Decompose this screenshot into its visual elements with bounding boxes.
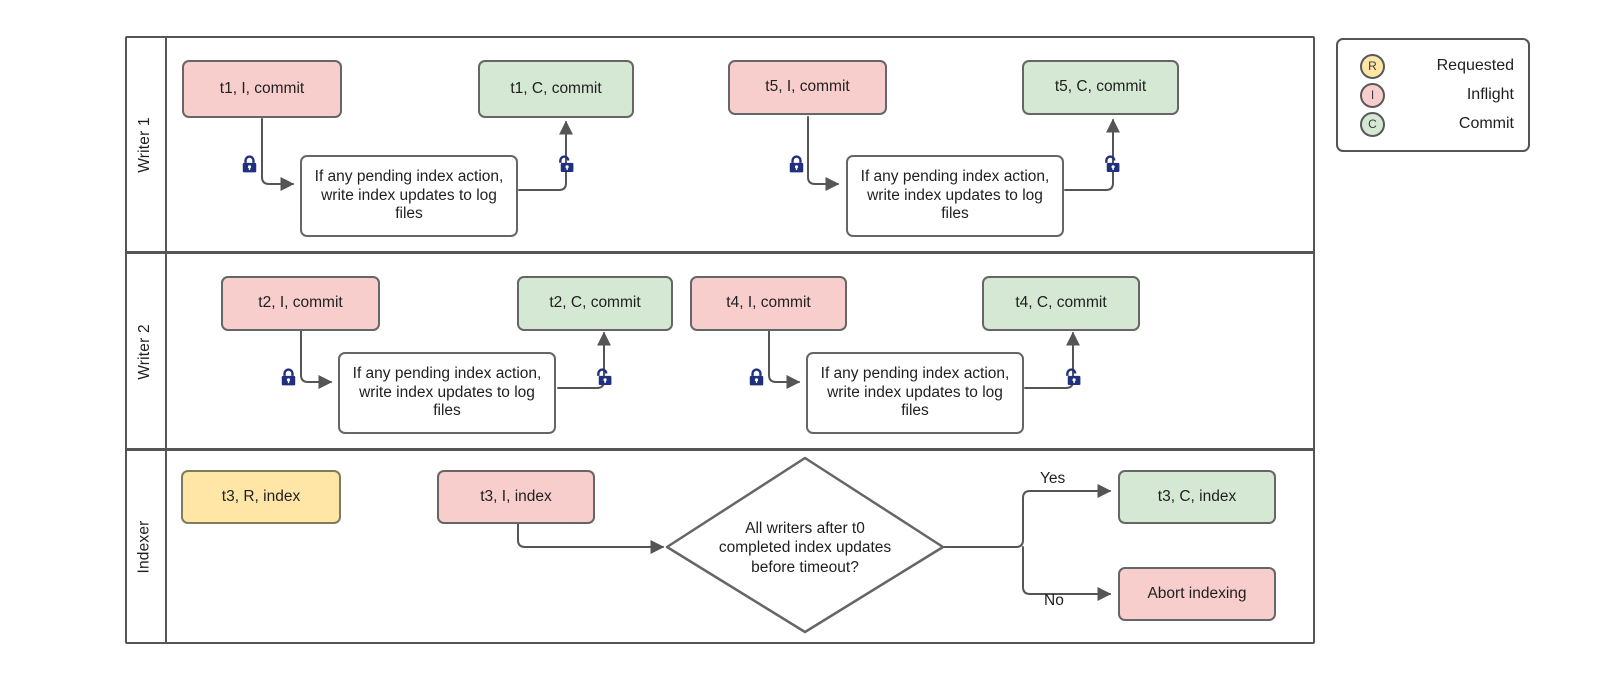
node-t1-index-action[interactable]: If any pending index action, write index… [300, 155, 518, 237]
legend-panel: R Requested I Inflight C Commit [1336, 38, 1530, 152]
node-t3-requested[interactable]: t3, R, index [181, 470, 341, 524]
node-t4-index-action[interactable]: If any pending index action, write index… [806, 352, 1024, 434]
node-abort-indexing[interactable]: Abort indexing [1118, 567, 1276, 621]
legend-dot-requested-icon: R [1360, 53, 1385, 79]
lane-label-indexer: Indexer [125, 450, 167, 644]
lane-label-writer-1: Writer 1 [125, 36, 167, 253]
edge-label-no: No [1044, 592, 1064, 609]
legend-item-inflight: I Inflight [1360, 82, 1514, 109]
node-t5-index-action[interactable]: If any pending index action, write index… [846, 155, 1064, 237]
edge-t4-inflight-to-action [768, 330, 801, 389]
lock-open-icon [1066, 368, 1081, 386]
node-t4-commit[interactable]: t4, C, commit [982, 276, 1140, 331]
node-t2-index-action[interactable]: If any pending index action, write index… [338, 352, 556, 434]
legend-item-commit: C Commit [1360, 111, 1514, 138]
node-t1-inflight[interactable]: t1, I, commit [182, 60, 342, 118]
node-t5-inflight[interactable]: t5, I, commit [728, 60, 887, 115]
legend-label-requested: Requested [1436, 57, 1514, 74]
edge-t5-action-to-commit [1064, 118, 1120, 191]
edge-decision-yes [942, 484, 1112, 548]
decision-diamond [665, 456, 945, 634]
lane-label-writer-2: Writer 2 [125, 253, 167, 450]
legend-dot-commit-icon: C [1360, 111, 1385, 137]
node-t4-inflight[interactable]: t4, I, commit [690, 276, 847, 331]
edge-t3-inflight-to-decision [517, 523, 665, 554]
lock-open-icon [559, 155, 574, 173]
lock-closed-icon [242, 155, 257, 173]
lock-closed-icon [281, 368, 296, 386]
lane-divider-2 [125, 448, 1315, 451]
edge-t1-inflight-to-action [261, 118, 295, 191]
edge-t1-action-to-commit [518, 120, 573, 191]
lock-closed-icon [749, 368, 764, 386]
lock-closed-icon [789, 155, 804, 173]
edge-decision-no [1022, 546, 1112, 601]
legend-item-requested: R Requested [1360, 53, 1514, 80]
node-t1-commit[interactable]: t1, C, commit [478, 60, 634, 118]
node-t3-inflight[interactable]: t3, I, index [437, 470, 595, 524]
legend-label-inflight: Inflight [1466, 86, 1514, 103]
node-t5-commit[interactable]: t5, C, commit [1022, 60, 1179, 115]
lock-open-icon [597, 368, 612, 386]
edge-label-yes: Yes [1040, 470, 1066, 487]
legend-label-commit: Commit [1458, 115, 1514, 132]
node-t2-inflight[interactable]: t2, I, commit [221, 276, 380, 331]
lane-divider-1 [125, 251, 1315, 254]
lock-open-icon [1105, 155, 1120, 173]
edge-t5-inflight-to-action [807, 116, 840, 191]
node-t3-commit[interactable]: t3, C, index [1118, 470, 1276, 524]
edge-t2-inflight-to-action [300, 330, 333, 389]
node-t2-commit[interactable]: t2, C, commit [517, 276, 673, 331]
legend-dot-inflight-icon: I [1360, 82, 1385, 108]
